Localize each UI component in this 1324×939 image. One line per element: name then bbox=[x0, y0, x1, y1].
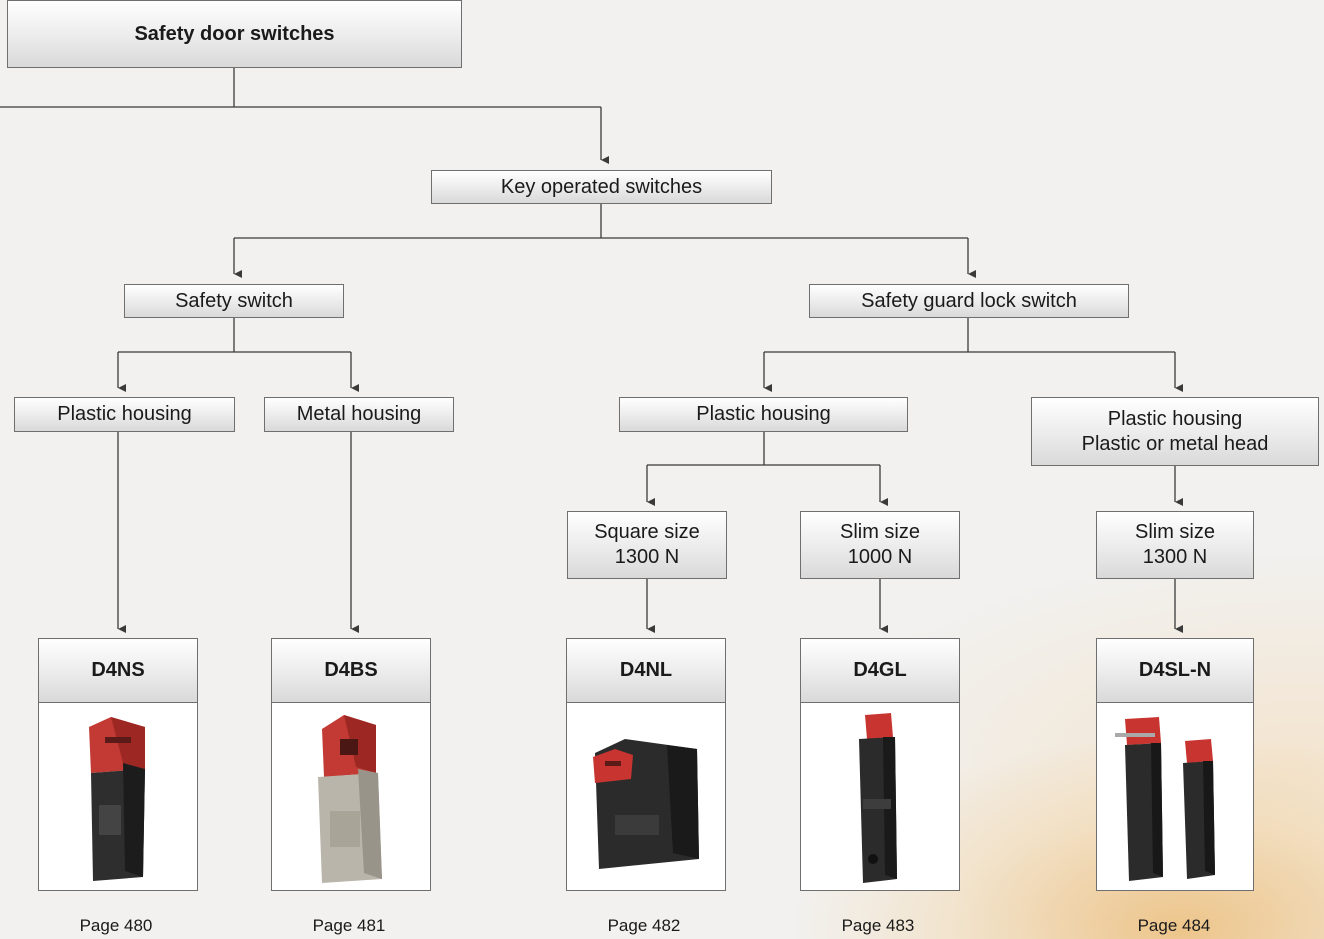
d4ns-switch-image bbox=[89, 717, 145, 881]
slim-size-1300-line2: 1300 N bbox=[1142, 546, 1208, 568]
product-card-d4nl: D4NL bbox=[566, 638, 726, 891]
product-card-d4sl-n: D4SL-N bbox=[1096, 638, 1254, 891]
gl-plastic-housing-node: Plastic housing bbox=[619, 397, 908, 432]
safety-switch-label: Safety switch bbox=[175, 289, 293, 312]
gl-plastic-metal-line2: Plastic or metal head bbox=[1081, 432, 1269, 455]
slim-size-1000-line1: Slim size bbox=[839, 521, 920, 543]
product-image bbox=[272, 703, 430, 889]
product-card-d4bs: D4BS bbox=[271, 638, 431, 891]
guard-lock-label: Safety guard lock switch bbox=[861, 289, 1077, 312]
ss-metal-housing-node: Metal housing bbox=[264, 397, 454, 432]
product-name: D4NS bbox=[39, 639, 197, 703]
ss-metal-housing-label: Metal housing bbox=[296, 403, 422, 425]
d4bs-switch-image bbox=[318, 715, 382, 883]
page-ref-d4bs: Page 481 bbox=[312, 916, 386, 935]
page-ref-d4gl: Page 483 bbox=[841, 916, 915, 935]
ss-plastic-housing-label: Plastic housing bbox=[57, 403, 192, 425]
page-ref-d4sl-n: Page 484 bbox=[1137, 916, 1211, 935]
square-size-node: Square size 1300 N bbox=[567, 511, 727, 579]
safety-switch-node: Safety switch bbox=[124, 284, 344, 318]
product-image bbox=[567, 703, 725, 889]
slim-size-1000-node: Slim size 1000 N bbox=[800, 511, 960, 579]
root-node-label: Safety door switches bbox=[134, 22, 335, 45]
square-size-line2: 1300 N bbox=[614, 546, 680, 568]
product-name: D4GL bbox=[801, 639, 959, 703]
guard-lock-node: Safety guard lock switch bbox=[809, 284, 1129, 318]
product-name: D4NL bbox=[567, 639, 725, 703]
page-ref-d4ns: Page 480 bbox=[79, 916, 153, 935]
product-name: D4BS bbox=[272, 639, 430, 703]
product-image bbox=[39, 703, 197, 889]
slim-size-1300-line1: Slim size bbox=[1134, 521, 1215, 543]
key-operated-label: Key operated switches bbox=[500, 175, 703, 198]
slim-size-1000-line2: 1000 N bbox=[847, 546, 913, 568]
d4nl-switch-image bbox=[593, 739, 699, 869]
d4gl-switch-image bbox=[859, 713, 897, 883]
product-card-d4ns: D4NS bbox=[38, 638, 198, 891]
gl-plastic-metal-node: Plastic housing Plastic or metal head bbox=[1031, 397, 1319, 466]
product-image bbox=[1097, 703, 1253, 889]
slim-size-1300-node: Slim size 1300 N bbox=[1096, 511, 1254, 579]
ss-plastic-housing-node: Plastic housing bbox=[14, 397, 235, 432]
gl-plastic-housing-label: Plastic housing bbox=[696, 403, 831, 425]
product-image bbox=[801, 703, 959, 889]
product-name: D4SL-N bbox=[1097, 639, 1253, 703]
root-node: Safety door switches bbox=[7, 0, 462, 68]
gl-plastic-metal-line1: Plastic housing bbox=[1107, 407, 1243, 430]
product-card-d4gl: D4GL bbox=[800, 638, 960, 891]
page-ref-d4nl: Page 482 bbox=[607, 916, 681, 935]
key-operated-node: Key operated switches bbox=[431, 170, 772, 204]
d4sl-n-switch-image bbox=[1115, 717, 1215, 881]
square-size-line1: Square size bbox=[594, 521, 700, 543]
